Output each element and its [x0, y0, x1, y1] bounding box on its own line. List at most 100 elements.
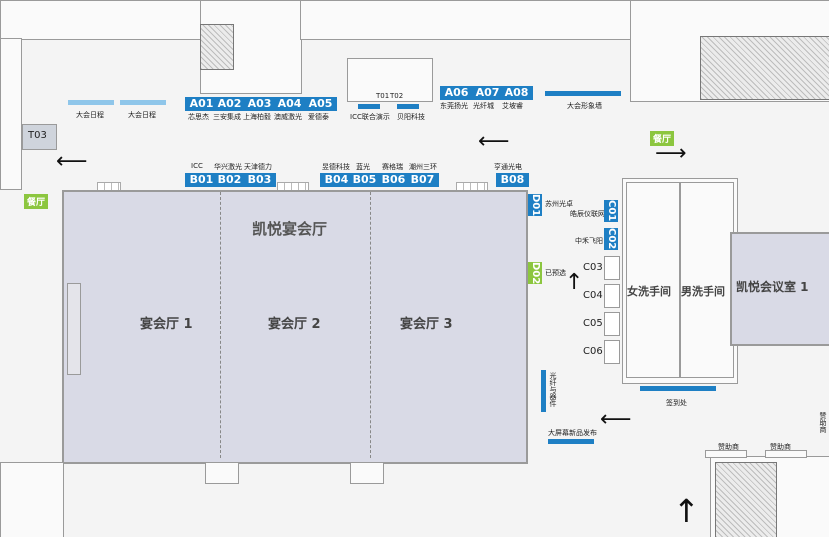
- booth-c06[interactable]: C06: [583, 346, 603, 357]
- men-restroom-name: 男洗手间: [681, 285, 725, 298]
- dahui-wall-label: 大会形象墙: [567, 102, 602, 110]
- booth-a03[interactable]: A03: [243, 97, 276, 111]
- demo-room: [347, 58, 433, 102]
- booth-b06[interactable]: B06: [377, 173, 410, 187]
- men-restroom: [680, 182, 734, 378]
- sponsor-table-2: [765, 450, 807, 458]
- hall-1-name: 宴会厅 1: [140, 317, 193, 332]
- banquet-hall: [62, 190, 528, 464]
- t03-label: T03: [28, 130, 47, 141]
- booth-a02-name: 三安集成: [213, 113, 241, 121]
- booth-a02[interactable]: A02: [213, 97, 246, 111]
- icc-demo-label: ICC联合演示: [350, 113, 390, 121]
- booth-c04[interactable]: C04: [583, 290, 603, 301]
- sponsor-1-label: 赞助商: [718, 443, 739, 451]
- arrow-left-icon: ⟵: [600, 407, 632, 432]
- booth-a05[interactable]: A05: [304, 97, 337, 111]
- arrow-left-icon: ⟵: [56, 149, 88, 174]
- booth-a07[interactable]: A07: [471, 86, 504, 100]
- arrow-left-icon: ⟵: [478, 129, 510, 154]
- canting-left-tag: 餐厅: [24, 194, 49, 209]
- dahui-banner-1: [68, 100, 114, 105]
- arrow-up-icon: ↑: [565, 270, 584, 295]
- stage: [67, 283, 81, 375]
- meeting-room-name: 凯悦会议室 1: [736, 280, 809, 294]
- booth-b02[interactable]: B02: [213, 173, 246, 187]
- booth-a04[interactable]: A04: [273, 97, 306, 111]
- arrow-up-icon: ↑: [673, 492, 700, 530]
- t01-label: T01: [376, 92, 390, 100]
- booth-c05-box: [604, 312, 620, 336]
- booth-c03-box: [604, 256, 620, 280]
- hall-divider-2: [370, 192, 371, 458]
- booth-a06-name: 东莞扬光: [440, 102, 468, 110]
- hall-divider-1: [220, 192, 221, 458]
- big-screen-bar: [548, 439, 594, 444]
- booth-b01-name: ICC: [191, 162, 203, 170]
- sponsor-2-label: 赞助商: [770, 443, 791, 451]
- dahui-label-2: 大会日程: [128, 111, 156, 119]
- booth-c02[interactable]: C02: [604, 228, 618, 250]
- booth-b01[interactable]: B01: [185, 173, 218, 187]
- hall-2-name: 宴会厅 2: [268, 317, 321, 332]
- booth-a07-name: 光纤城: [473, 102, 494, 110]
- stair-top: [200, 24, 234, 70]
- booth-d02[interactable]: D02: [528, 262, 542, 285]
- booth-a01[interactable]: A01: [185, 97, 218, 111]
- booth-b02-name: 华兴激光: [214, 163, 242, 171]
- booth-b03[interactable]: B03: [243, 173, 276, 187]
- wall-top-left: [0, 0, 202, 40]
- booth-d02-name: 已预选: [545, 269, 566, 277]
- signin-bar: [640, 386, 716, 391]
- booth-b03-name: 天津德力: [244, 163, 272, 171]
- booth-c04-box: [604, 284, 620, 308]
- booth-a08[interactable]: A08: [500, 86, 533, 100]
- big-screen-label: 大屏幕新品发布: [548, 429, 597, 437]
- booth-c06-box: [604, 340, 620, 364]
- booth-c01-name: 皓辰仪联网: [570, 210, 605, 218]
- beiyang-label: 贝阳科技: [397, 113, 425, 121]
- booth-b08[interactable]: B08: [496, 173, 529, 187]
- booth-a03-name: 上海柏毅: [243, 113, 271, 121]
- icc-demo-bar: [358, 104, 380, 109]
- women-restroom: [626, 182, 680, 378]
- booth-b05-name: 蓝光: [356, 163, 370, 171]
- signin-label: 签到处: [666, 399, 687, 407]
- booth-c05[interactable]: C05: [583, 318, 603, 329]
- t02-label: T02: [390, 92, 404, 100]
- booth-b07-name: 潮州三环: [409, 163, 437, 171]
- booth-a06[interactable]: A06: [440, 86, 473, 100]
- right-room-label: 赞助商: [819, 412, 827, 433]
- booth-a01-name: 芯思杰: [188, 113, 209, 121]
- booth-c01[interactable]: C01: [604, 200, 618, 222]
- hall-door: [205, 462, 239, 484]
- t03-box: [22, 124, 57, 150]
- vertical-display: [541, 370, 546, 412]
- canting-top-tag: 餐厅: [650, 131, 675, 146]
- booth-a05-name: 爱德泰: [308, 113, 329, 121]
- booth-c03[interactable]: C03: [583, 262, 603, 273]
- beiyang-bar: [397, 104, 419, 109]
- meeting-room: [730, 232, 829, 346]
- wall-bottom-left: [0, 462, 64, 537]
- hall-main-title: 凯悦宴会厅: [252, 220, 328, 238]
- stair-top-right: [700, 36, 829, 100]
- booth-b04[interactable]: B04: [320, 173, 353, 187]
- booth-b05[interactable]: B05: [348, 173, 381, 187]
- arrow-right-icon: ⟶: [655, 141, 687, 166]
- booth-b07[interactable]: B07: [406, 173, 439, 187]
- dahui-banner-2: [120, 100, 166, 105]
- booth-c02-name: 中禾飞阳: [575, 237, 603, 245]
- wall-left-column: [0, 38, 22, 190]
- booth-d01[interactable]: D01: [528, 194, 542, 217]
- booth-b08-name: 亨通光电: [494, 163, 522, 171]
- hall-door: [350, 462, 384, 484]
- women-restroom-name: 女洗手间: [627, 285, 671, 298]
- booth-a08-name: 艾坡睿: [502, 102, 523, 110]
- sponsor-table-1: [705, 450, 747, 458]
- booth-b04-name: 昱德科技: [322, 163, 350, 171]
- vertical-display-label: 光纤与器件: [549, 372, 557, 407]
- dahui-label-1: 大会日程: [76, 111, 104, 119]
- booth-a04-name: 澳威激光: [274, 113, 302, 121]
